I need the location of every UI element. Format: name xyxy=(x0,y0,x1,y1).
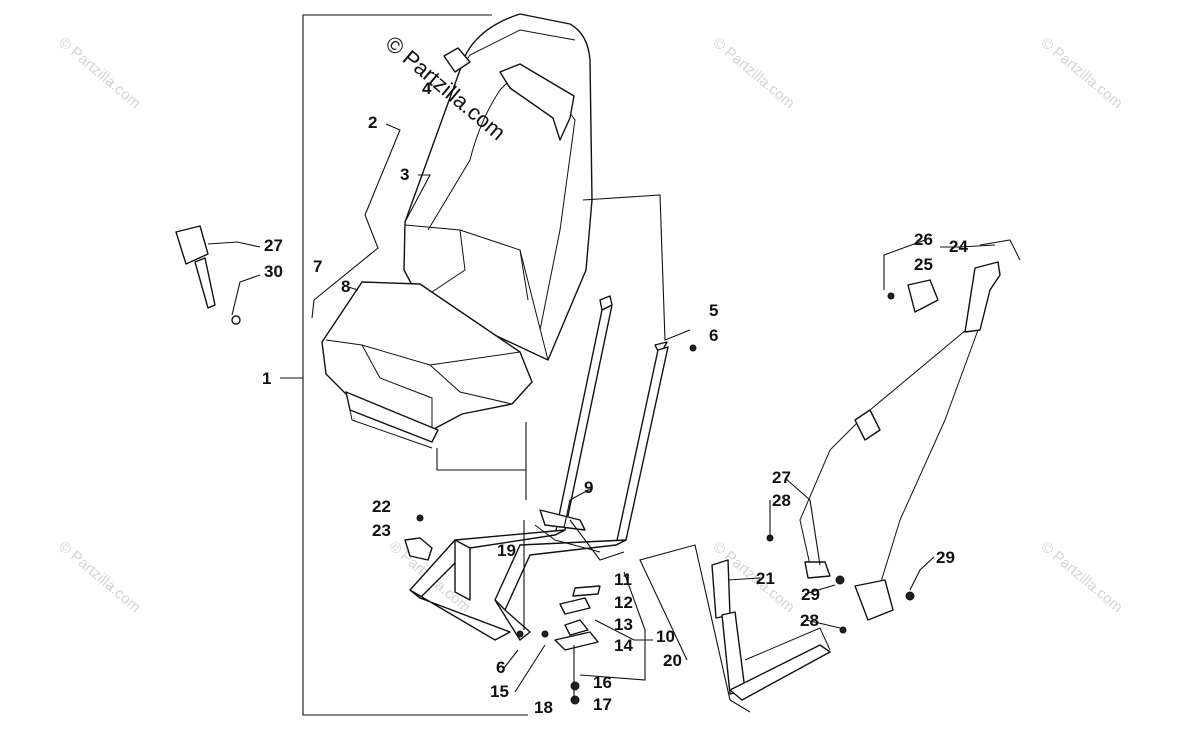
seat-back xyxy=(403,13,593,361)
callout-21[interactable]: 21 xyxy=(756,569,775,588)
bolt-6-upper xyxy=(689,344,697,352)
callout-14[interactable]: 14 xyxy=(614,636,633,655)
callout-6-lower[interactable]: 6 xyxy=(496,658,505,677)
clip-13 xyxy=(564,619,589,636)
seat-cushion xyxy=(321,281,533,449)
callout-18[interactable]: 18 xyxy=(534,698,553,717)
hardware xyxy=(404,344,697,705)
watermark-3: © Partzilla.com xyxy=(1037,34,1125,112)
bolt-6-lower xyxy=(516,630,524,638)
callout-7[interactable]: 7 xyxy=(313,257,322,276)
callout-10[interactable]: 10 xyxy=(656,627,675,646)
seat-back-clip xyxy=(443,47,471,73)
callout-19[interactable]: 19 xyxy=(497,541,516,560)
callout-9[interactable]: 9 xyxy=(584,478,593,497)
callout-13[interactable]: 13 xyxy=(614,615,633,634)
callout-28-lower[interactable]: 28 xyxy=(800,611,819,630)
callout-29-left[interactable]: 29 xyxy=(801,585,820,604)
callout-8[interactable]: 8 xyxy=(341,277,350,296)
right-shoulder-belt xyxy=(766,261,1001,634)
watermark-1: © Partzilla.com xyxy=(55,34,143,112)
watermark-6: © Partzilla.com xyxy=(1037,538,1125,616)
callout-2[interactable]: 2 xyxy=(368,113,377,132)
key-11 xyxy=(572,585,601,597)
callout-11[interactable]: 11 xyxy=(614,570,632,589)
plate-14 xyxy=(554,631,599,651)
bracket-group-1 xyxy=(280,14,528,716)
callout-16[interactable]: 16 xyxy=(593,673,612,692)
callout-12[interactable]: 12 xyxy=(614,593,633,612)
callout-25[interactable]: 25 xyxy=(914,255,933,274)
callout-17[interactable]: 17 xyxy=(593,695,612,714)
watermark-2: © Partzilla.com xyxy=(709,34,797,112)
callout-labels: 1 2 3 4 5 6 6 7 8 9 10 11 12 13 14 15 16… xyxy=(262,79,968,717)
seat-frame xyxy=(409,295,669,641)
callout-29-right[interactable]: 29 xyxy=(936,548,955,567)
callout-28-upper[interactable]: 28 xyxy=(772,491,791,510)
callout-15[interactable]: 15 xyxy=(490,682,509,701)
bolt-16 xyxy=(570,681,580,691)
leader-lines xyxy=(207,123,1021,713)
belt-anchor xyxy=(711,559,831,701)
callout-23[interactable]: 23 xyxy=(372,521,391,540)
callout-5[interactable]: 5 xyxy=(709,301,718,320)
callout-4[interactable]: 4 xyxy=(422,79,432,98)
callout-22[interactable]: 22 xyxy=(372,497,391,516)
callout-27-right[interactable]: 27 xyxy=(772,468,791,487)
washer-17 xyxy=(570,695,580,705)
latch-12 xyxy=(559,597,591,615)
callout-27-left[interactable]: 27 xyxy=(264,236,283,255)
callout-30[interactable]: 30 xyxy=(264,262,283,281)
callout-26[interactable]: 26 xyxy=(914,230,933,249)
callout-24[interactable]: 24 xyxy=(949,237,968,256)
callout-3[interactable]: 3 xyxy=(400,165,409,184)
nut-15 xyxy=(541,630,549,638)
callout-20[interactable]: 20 xyxy=(663,651,682,670)
bracket-23 xyxy=(404,537,433,561)
callout-6-upper[interactable]: 6 xyxy=(709,326,718,345)
bolt-22 xyxy=(416,514,424,522)
watermark-4: © Partzilla.com xyxy=(55,538,143,616)
left-belt-buckle xyxy=(175,225,241,325)
callout-1[interactable]: 1 xyxy=(262,369,271,388)
